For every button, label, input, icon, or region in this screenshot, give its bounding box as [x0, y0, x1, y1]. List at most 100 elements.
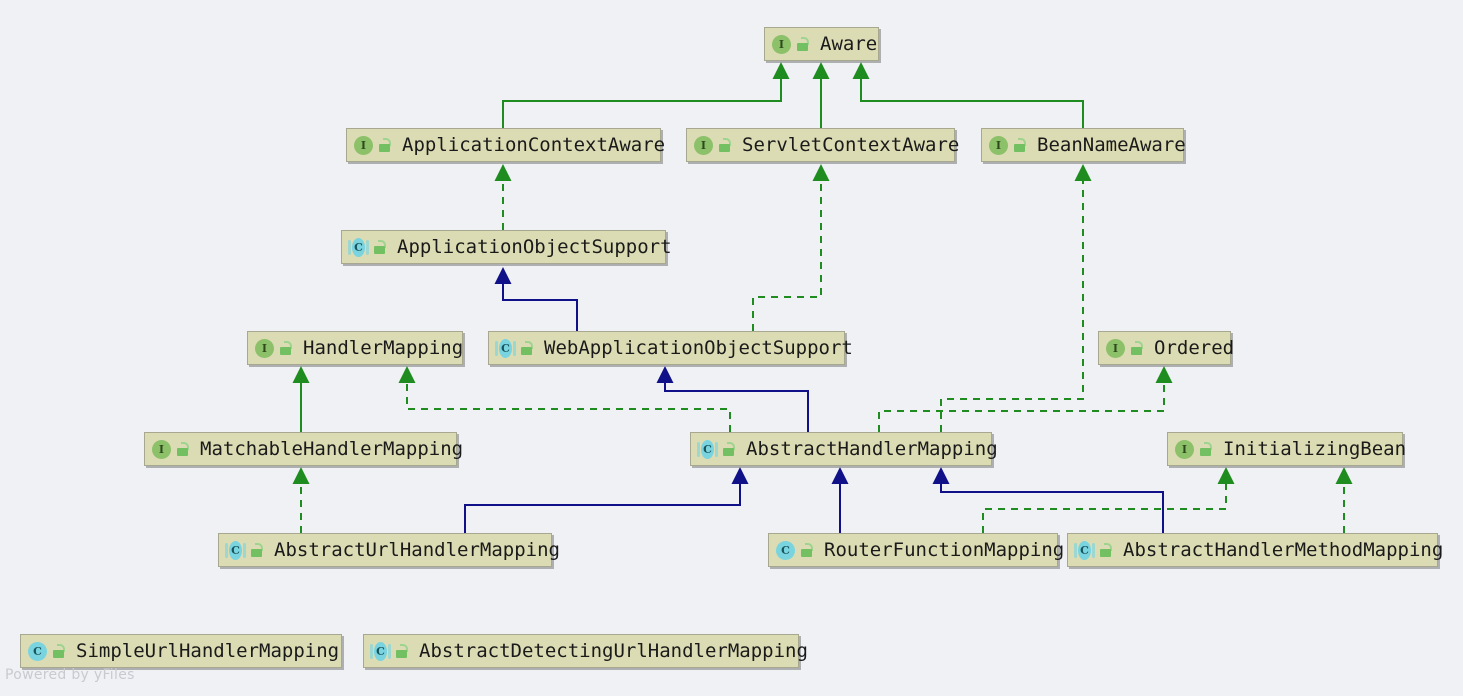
arrowhead-ServletContextAware: [812, 164, 830, 181]
arrowhead-InitializingBean: [1217, 467, 1235, 484]
node-ApplicationContextAware[interactable]: I ApplicationContextAware: [346, 128, 665, 162]
node-AbstractHandlerMethodMapping[interactable]: C AbstractHandlerMethodMapping: [1067, 533, 1443, 567]
arrowhead-AbstractHandlerMapping: [831, 467, 849, 484]
abstract-class-icon: C: [370, 641, 391, 661]
interface-icon: I: [772, 34, 791, 54]
node-InitializingBean[interactable]: I InitializingBean: [1167, 432, 1407, 466]
node-label: AbstractUrlHandlerMapping: [274, 538, 560, 561]
node-label: AbstractHandlerMapping: [746, 437, 998, 460]
node-label: AbstractHandlerMethodMapping: [1123, 538, 1444, 561]
unlock-body: [280, 347, 291, 355]
unlock-shackle: [181, 442, 189, 450]
arrowhead-AbstractHandlerMapping: [731, 467, 749, 484]
unlock-icon: [1014, 138, 1026, 152]
unlock-icon: [719, 138, 731, 152]
arrowhead-Aware: [812, 62, 830, 79]
unlock-shackle: [400, 644, 408, 652]
abstract-class-icon: C: [495, 338, 516, 358]
node-label: InitializingBean: [1223, 437, 1407, 460]
unlock-icon: [723, 442, 735, 456]
edge-extends-class-AbstractHandlerMapping-to-WebApplicationObjectSupport: [664, 383, 809, 432]
arrowhead-BeanNameAware: [1074, 164, 1092, 181]
unlock-icon: [53, 644, 65, 658]
unlock-shackle: [801, 37, 809, 45]
abstract-class-icon: C: [348, 237, 369, 257]
unlock-shackle: [727, 442, 735, 450]
node-Ordered[interactable]: I Ordered: [1098, 331, 1235, 365]
unlock-body: [53, 650, 64, 658]
abstract-class-icon: C: [697, 439, 718, 459]
interface-icon: I: [1175, 439, 1194, 459]
node-label: ApplicationObjectSupport: [397, 235, 672, 258]
node-AbstractUrlHandlerMapping[interactable]: C AbstractUrlHandlerMapping: [218, 533, 560, 567]
node-label: ApplicationContextAware: [402, 133, 666, 156]
node-label: Ordered: [1154, 336, 1235, 359]
arrowhead-WebApplicationObjectSupport: [656, 366, 674, 383]
unlock-body: [374, 246, 385, 254]
unlock-icon: [396, 644, 408, 658]
arrowhead-ApplicationObjectSupport: [494, 267, 512, 284]
node-label: AbstractDetectingUrlHandlerMapping: [419, 639, 808, 662]
interface-icon: I: [152, 439, 171, 459]
node-Aware[interactable]: I Aware: [764, 27, 879, 61]
node-WebApplicationObjectSupport[interactable]: C WebApplicationObjectSupport: [488, 331, 853, 365]
node-label: Aware: [820, 32, 878, 55]
node-label: SimpleUrlHandlerMapping: [76, 639, 340, 662]
node-AbstractHandlerMapping[interactable]: C AbstractHandlerMapping: [690, 432, 998, 466]
unlock-shackle: [255, 543, 263, 551]
edge-implements-AbstractHandlerMapping-to-HandlerMapping: [406, 383, 731, 432]
unlock-shackle: [805, 543, 813, 551]
unlock-shackle: [1204, 442, 1212, 450]
edge-implements-RouterFunctionMapping-to-InitializingBean: [982, 484, 1227, 533]
interface-icon: I: [354, 135, 373, 155]
edge-extends-interface-BeanNameAware-to-Aware: [860, 79, 1084, 128]
node-BeanNameAware[interactable]: I BeanNameAware: [981, 128, 1186, 162]
unlock-shackle: [1104, 543, 1112, 551]
unlock-body: [521, 347, 532, 355]
interface-icon: I: [989, 135, 1008, 155]
node-label: RouterFunctionMapping: [824, 538, 1065, 561]
unlock-body: [1131, 347, 1142, 355]
edge-extends-class-AbstractHandlerMethodMapping-to-AbstractHandlerMapping: [940, 484, 1164, 533]
unlock-icon: [801, 543, 813, 557]
arrowhead-HandlerMapping: [292, 366, 310, 383]
unlock-body: [797, 43, 808, 51]
node-label: HandlerMapping: [303, 336, 464, 359]
unlock-body: [723, 448, 734, 456]
node-label: WebApplicationObjectSupport: [544, 336, 853, 359]
node-AbstractDetectingUrlHandlerMapping[interactable]: C AbstractDetectingUrlHandlerMapping: [363, 634, 808, 668]
unlock-shackle: [723, 138, 731, 146]
unlock-body: [801, 549, 812, 557]
unlock-body: [396, 650, 407, 658]
arrowhead-AbstractHandlerMapping: [932, 467, 950, 484]
unlock-body: [379, 144, 390, 152]
unlock-body: [1100, 549, 1111, 557]
unlock-shackle: [284, 341, 292, 349]
unlock-icon: [280, 341, 292, 355]
abstract-class-icon: C: [225, 540, 246, 560]
arrowhead-HandlerMapping: [398, 366, 416, 383]
unlock-shackle: [1018, 138, 1026, 146]
unlock-icon: [1100, 543, 1112, 557]
arrowhead-ApplicationContextAware: [494, 164, 512, 181]
node-label: BeanNameAware: [1037, 133, 1186, 156]
unlock-shackle: [378, 240, 386, 248]
edge-implements-WebApplicationObjectSupport-to-ServletContextAware: [752, 181, 822, 331]
unlock-icon: [1200, 442, 1212, 456]
unlock-icon: [797, 37, 809, 51]
interface-icon: I: [694, 135, 713, 155]
interface-icon: I: [1106, 338, 1125, 358]
edge-extends-class-AbstractUrlHandlerMapping-to-AbstractHandlerMapping: [464, 484, 741, 533]
abstract-class-icon: C: [1074, 540, 1095, 560]
node-ApplicationObjectSupport[interactable]: C ApplicationObjectSupport: [341, 230, 672, 264]
yfiles-watermark: Powered by yFiles: [5, 667, 135, 683]
unlock-body: [719, 144, 730, 152]
unlock-body: [251, 549, 262, 557]
unlock-icon: [177, 442, 189, 456]
